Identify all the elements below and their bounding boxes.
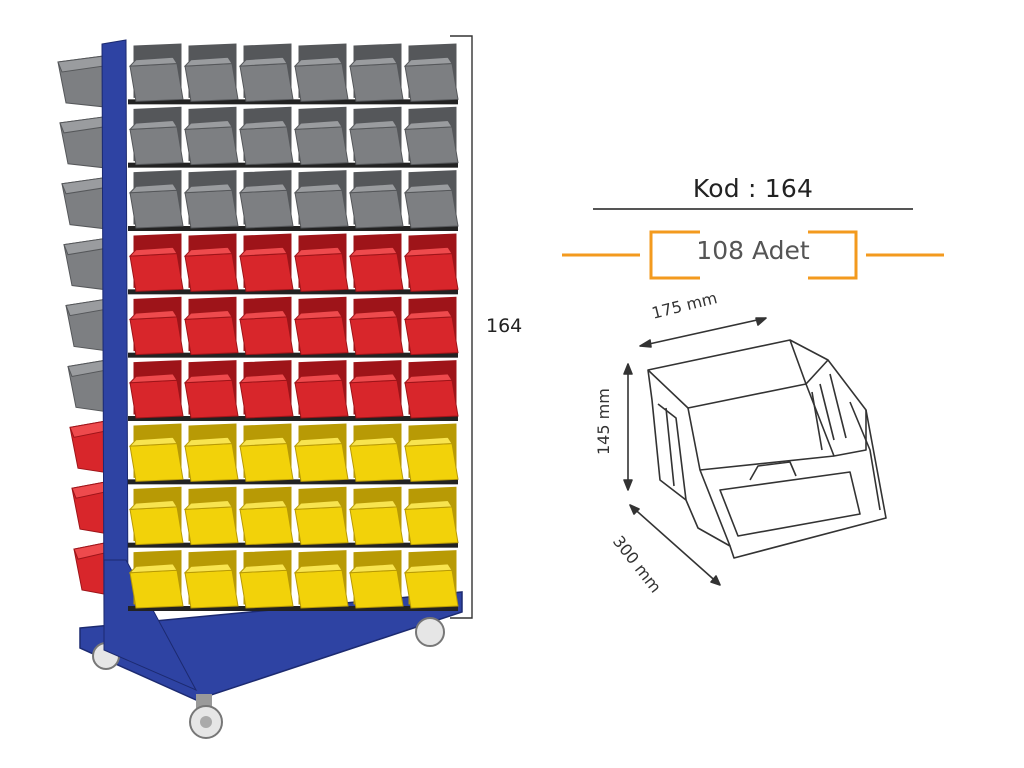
- height-label: 164: [486, 315, 523, 337]
- side-bin: [67, 359, 105, 412]
- storage-bin: [403, 423, 459, 482]
- shelf-rail: [128, 99, 458, 105]
- side-bin: [65, 298, 105, 352]
- shelf-rail: [128, 352, 458, 358]
- rack-post: [101, 39, 129, 625]
- storage-bin: [403, 43, 459, 102]
- shelf-rail: [128, 162, 458, 168]
- storage-bin: [238, 233, 294, 292]
- storage-bin: [238, 170, 294, 229]
- storage-bin: [403, 170, 459, 229]
- storage-bin: [238, 486, 294, 546]
- storage-bin: [348, 296, 404, 356]
- storage-bin: [293, 233, 349, 292]
- quantity-frame: [562, 230, 944, 280]
- storage-bin: [183, 360, 239, 419]
- side-bin: [73, 542, 105, 595]
- side-bins: [57, 55, 105, 595]
- storage-bin: [238, 360, 294, 419]
- side-bin: [63, 238, 105, 291]
- storage-bin: [128, 360, 184, 419]
- storage-bin: [403, 296, 459, 356]
- storage-bin: [183, 106, 239, 166]
- storage-bin: [403, 106, 459, 166]
- storage-bin: [238, 423, 294, 482]
- storage-bin: [348, 106, 404, 166]
- storage-bin: [238, 106, 294, 166]
- shelf-rail: [128, 289, 458, 295]
- storage-bin: [238, 43, 294, 102]
- storage-bin: [238, 296, 294, 356]
- shelf-rail: [128, 226, 458, 231]
- storage-bin: [128, 106, 184, 166]
- storage-bin: [348, 423, 404, 482]
- bin-line-drawing: [623, 317, 887, 586]
- storage-bin: [293, 106, 349, 166]
- product-code: Kod : 164: [692, 174, 814, 203]
- storage-bin: [403, 360, 459, 419]
- storage-bin: [183, 550, 239, 609]
- shelf-rail: [128, 479, 458, 485]
- storage-bin: [183, 296, 239, 356]
- storage-bin: [183, 423, 239, 482]
- shelf-rail: [128, 606, 458, 611]
- storage-bin: [403, 486, 459, 546]
- side-bin: [59, 116, 105, 169]
- bin-rack-image: [57, 39, 463, 739]
- rack-foot: [103, 559, 198, 692]
- height-bracket: [450, 35, 473, 619]
- side-bin: [57, 55, 105, 108]
- wheel-front-left: [189, 694, 223, 739]
- shelf-rail: [128, 416, 458, 421]
- storage-bin: [293, 170, 349, 229]
- storage-bin: [403, 233, 459, 292]
- storage-bin: [293, 296, 349, 356]
- storage-bin: [183, 170, 239, 229]
- storage-bin: [348, 486, 404, 546]
- front-bins: [128, 43, 459, 611]
- storage-bin: [403, 550, 459, 609]
- storage-bin: [348, 170, 404, 229]
- bin-height-label: 145 mm: [594, 388, 613, 455]
- storage-bin: [128, 233, 184, 292]
- shelf-rail: [128, 542, 458, 548]
- storage-bin: [348, 550, 404, 609]
- code-divider: [593, 208, 913, 210]
- storage-bin: [348, 360, 404, 419]
- storage-bin: [183, 233, 239, 292]
- storage-bin: [293, 486, 349, 546]
- storage-bin: [128, 486, 184, 546]
- side-bin: [69, 420, 105, 473]
- storage-bin: [183, 43, 239, 102]
- storage-bin: [128, 423, 184, 482]
- storage-bin: [128, 43, 184, 102]
- storage-bin: [293, 43, 349, 102]
- storage-bin: [293, 550, 349, 609]
- storage-bin: [128, 550, 184, 609]
- storage-bin: [348, 43, 404, 102]
- storage-bin: [238, 550, 294, 609]
- storage-bin: [128, 296, 184, 356]
- storage-bin: [293, 423, 349, 482]
- side-bin: [71, 481, 105, 534]
- storage-bin: [183, 486, 239, 546]
- wheel-front-right: [415, 617, 445, 647]
- storage-bin: [128, 170, 184, 229]
- storage-bin: [293, 360, 349, 419]
- storage-bin: [348, 233, 404, 292]
- side-bin: [61, 177, 105, 230]
- quantity-label: 108 Adet: [696, 236, 810, 265]
